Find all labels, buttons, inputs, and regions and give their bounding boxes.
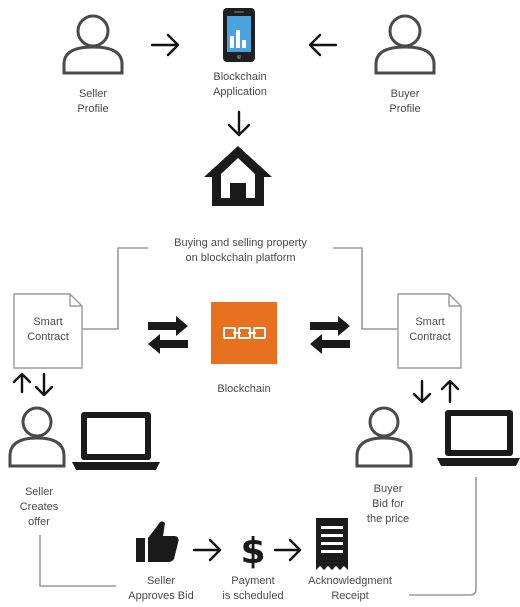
seller-approves-bid-line-1: Seller: [146, 575, 176, 587]
dollar-icon: $: [240, 531, 265, 572]
smart-contract-left-label-line-1: Smart: [33, 316, 63, 328]
seller-profile-label-line-2: Profile: [77, 103, 109, 115]
seller-creates-offer-line-2: Creates: [19, 501, 59, 513]
exchange-arrows-right-icon: [310, 316, 350, 354]
smart-contract-right-label-line-1: Smart: [415, 316, 445, 328]
acknowledgment-receipt-label: Acknowledgment Receipt: [298, 574, 402, 604]
receipt-icon: [316, 518, 348, 570]
smart-contract-left-label-line-2: Contract: [27, 331, 69, 343]
smart-contract-right-document-icon: [397, 293, 462, 369]
seller-laptop-icon: [72, 412, 160, 470]
svg-text:$: $: [240, 531, 265, 572]
acknowledgment-receipt-line-1: Acknowledgment: [308, 575, 392, 587]
exchange-arrows-left-icon: [148, 316, 188, 354]
acknowledgment-receipt-line-2: Receipt: [331, 590, 369, 602]
buyer-bid-line-3: the price: [366, 513, 410, 525]
buyer-profile-label-line-1: Buyer: [390, 88, 420, 100]
buyer-bid-line-2: Bid for: [372, 498, 404, 510]
arrow-left-icon: [308, 33, 338, 57]
seller-approves-bid-label: Seller Approves Bid: [116, 574, 206, 604]
arrow-right-bottom-right-icon: [273, 538, 302, 562]
seller-profile-user-icon: [62, 14, 124, 75]
buyer-bid-line-1: Buyer: [373, 483, 403, 495]
arrow-right-icon: [150, 33, 180, 57]
thumbs-up-icon: [136, 521, 179, 562]
buyer-profile-label-line-2: Profile: [389, 103, 421, 115]
blockchain-label-text: Blockchain: [217, 383, 271, 395]
smart-contract-left-label: Smart Contract: [16, 315, 80, 345]
blockchain-application-label: Blockchain Application: [196, 70, 284, 100]
buyer-profile-label: Buyer Profile: [370, 87, 440, 117]
arrows-up-down-right-icon: [412, 379, 460, 404]
flow-line-top-right: [322, 247, 398, 330]
seller-creates-offer-line-1: Seller: [24, 486, 54, 498]
payment-scheduled-line-2: is scheduled: [222, 590, 284, 602]
blockchain-chain-link-icon: [211, 302, 277, 364]
seller-profile-label-line-1: Seller: [78, 88, 108, 100]
seller-approves-bid-line-2: Approves Bid: [128, 590, 194, 602]
flow-line-bottom-right: [409, 477, 477, 596]
smart-contract-right-label: Smart Contract: [398, 315, 462, 345]
buyer-user-icon: [355, 406, 413, 468]
smart-contract-left-document-icon: [13, 293, 83, 369]
seller-profile-label: Seller Profile: [58, 87, 128, 117]
flow-line-bottom-left: [39, 535, 122, 587]
smartphone-icon: [223, 8, 255, 62]
platform-caption: Buying and selling property on blockchai…: [148, 236, 333, 266]
buyer-bid-label: Buyer Bid for the price: [348, 482, 428, 527]
blockchain-label: Blockchain: [204, 382, 284, 397]
arrow-down-icon: [227, 110, 251, 137]
arrows-up-down-left-icon: [12, 372, 54, 397]
payment-scheduled-line-1: Payment: [231, 575, 275, 587]
flow-line-top-left: [82, 247, 160, 330]
buyer-laptop-icon: [437, 410, 520, 466]
house-icon: [204, 146, 272, 206]
seller-creates-offer-line-3: offer: [28, 516, 50, 528]
blockchain-application-label-line-2: Application: [213, 86, 267, 98]
smart-contract-right-label-line-2: Contract: [409, 331, 451, 343]
platform-caption-line-2: on blockchain platform: [185, 252, 296, 264]
seller-user-icon: [8, 406, 66, 468]
payment-scheduled-label: Payment is scheduled: [212, 574, 294, 604]
blockchain-application-label-line-1: Blockchain: [213, 71, 267, 83]
buyer-profile-user-icon: [374, 14, 436, 75]
arrow-right-bottom-left-icon: [192, 538, 222, 562]
seller-creates-offer-label: Seller Creates offer: [4, 485, 74, 530]
platform-caption-line-1: Buying and selling property: [174, 237, 307, 249]
